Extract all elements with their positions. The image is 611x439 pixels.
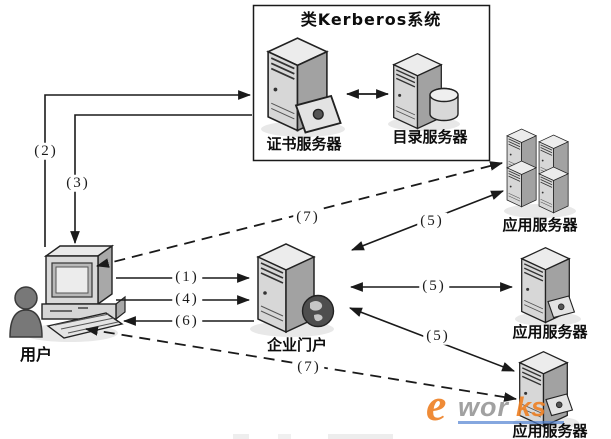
app-server-top-icon <box>506 128 569 214</box>
edge-label-step3: (3) <box>63 174 93 192</box>
edge-label-step7-bottom: (7) <box>294 358 324 376</box>
app-server-middle-icon <box>521 247 575 324</box>
edge-label-step5-bottom: (5) <box>423 327 453 345</box>
directory-server-label: 目录服务器 <box>392 127 468 146</box>
kerberos-system-box <box>252 4 491 162</box>
edge-label-step4: (4) <box>172 290 202 308</box>
app-server-top-label: 应用服务器 <box>502 215 578 234</box>
portal-label: 企业门户 <box>266 335 328 354</box>
app-server-middle-label: 应用服务器 <box>512 322 588 341</box>
certificate-server-icon <box>267 37 342 134</box>
edge-label-step2: (2) <box>31 142 61 160</box>
portal-server-icon <box>257 243 335 333</box>
certificate-server-label: 证书服务器 <box>266 134 342 153</box>
cropped-caption <box>233 434 438 439</box>
directory-server-icon <box>393 53 459 130</box>
edge-label-step6: (6) <box>172 312 202 330</box>
edge-label-step5-middle: (5) <box>419 277 449 295</box>
kerberos-box-title: 类Kerberos系统 <box>300 10 442 30</box>
edge-label-step5-top: (5) <box>417 212 447 230</box>
app-server-bottom-label: 应用服务器 <box>512 421 588 439</box>
edge-label-step1: (1) <box>172 268 202 286</box>
user-person-icon <box>9 286 43 338</box>
edge-label-step7-top: (7) <box>293 208 323 226</box>
user-workstation-icon <box>41 244 126 339</box>
user-label: 用户 <box>19 345 53 365</box>
app-server-bottom-icon <box>519 351 573 428</box>
edge-step2-user-to-kerberos <box>44 90 252 247</box>
edge-step3-kerberos-to-user <box>70 114 252 245</box>
